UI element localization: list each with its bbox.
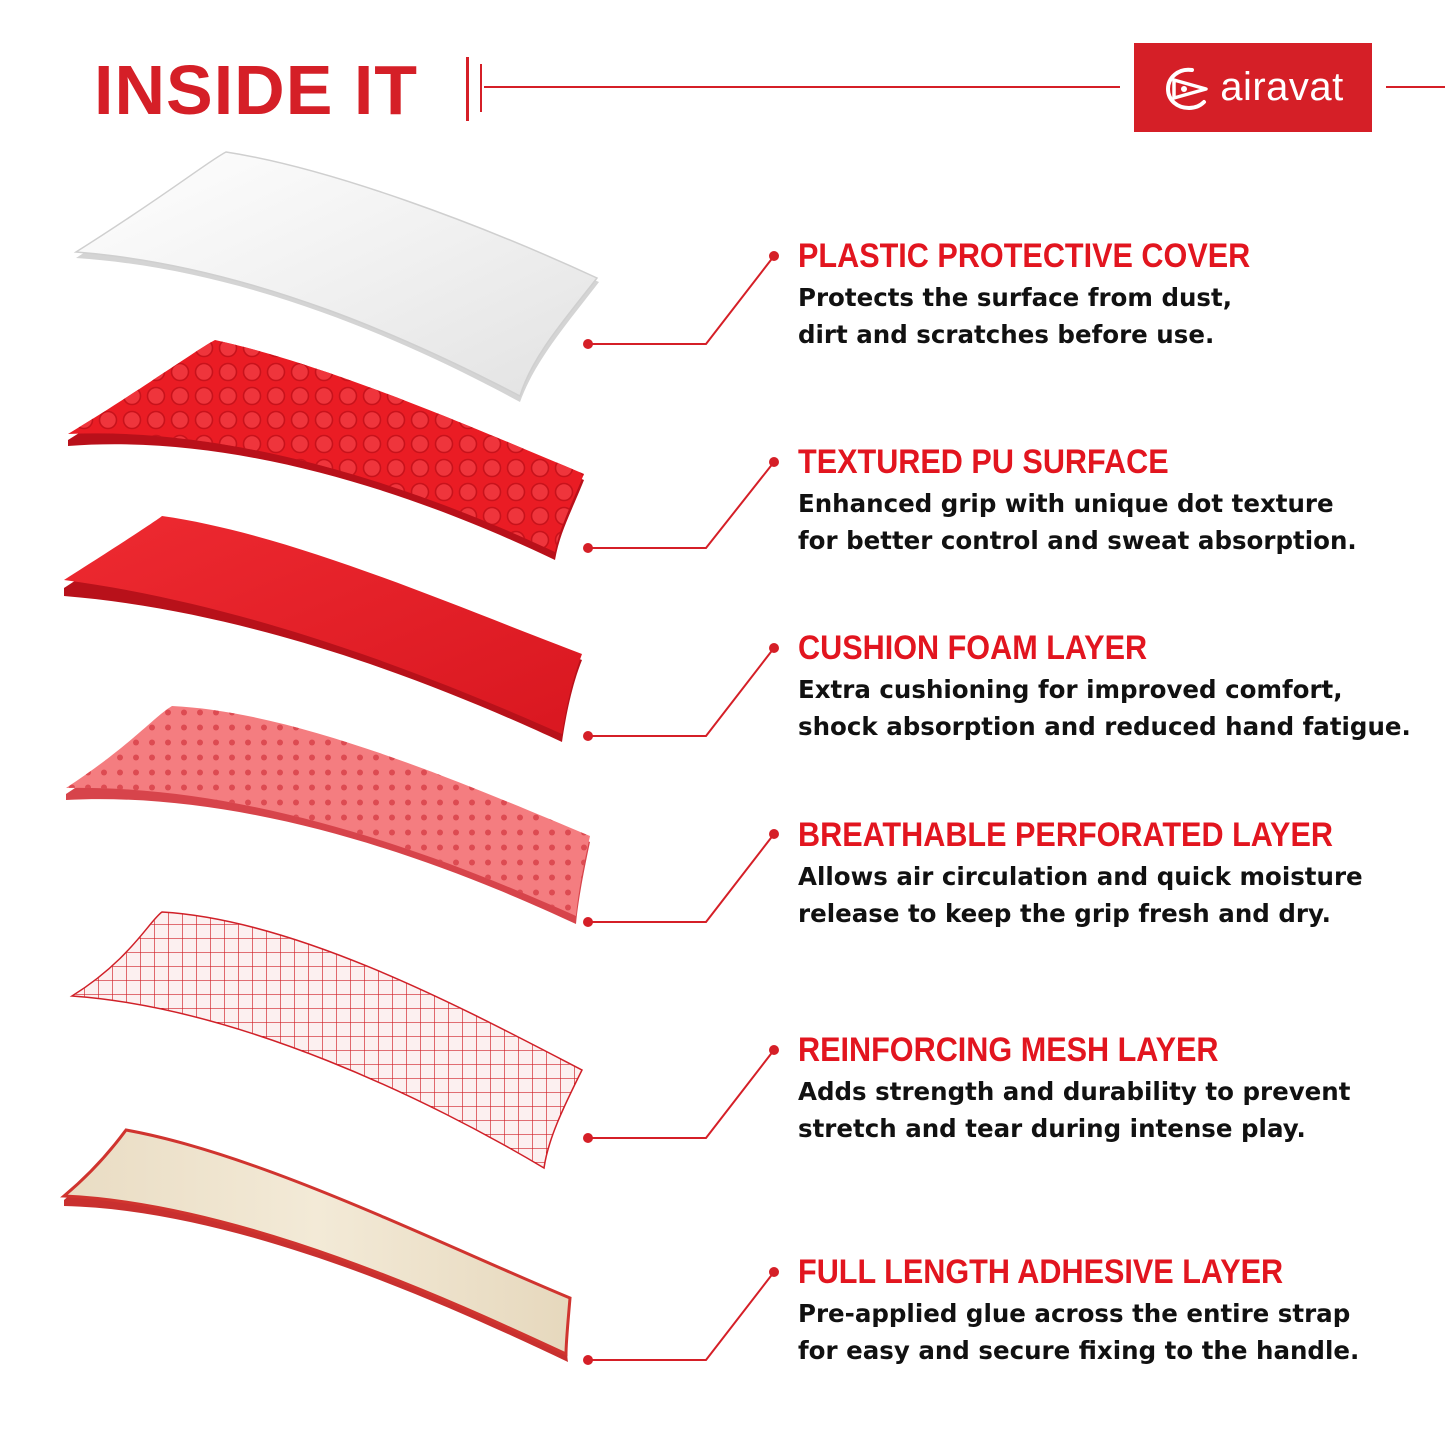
textured-pu-strip — [68, 340, 584, 560]
layer-heading-full-length-adhesive-layer: FULL LENGTH ADHESIVE LAYER — [798, 1253, 1284, 1291]
layer-desc-line2: dirt and scratches before use. — [798, 320, 1215, 349]
callout-textured-pu-surface — [588, 461, 775, 549]
layer-desc-line1: Allows air circulation and quick moistur… — [798, 862, 1363, 891]
callout-dot — [583, 731, 593, 741]
layer-heading-textured-pu-surface: TEXTURED PU SURFACE — [798, 443, 1169, 481]
callout-dot — [769, 251, 779, 261]
callout-dot — [769, 1267, 779, 1277]
callout-plastic-protective-cover — [588, 255, 775, 345]
plastic-cover-strip — [73, 151, 599, 402]
layer-desc-line2: release to keep the grip fresh and dry. — [798, 899, 1331, 928]
layer-desc-line1: Protects the surface from dust, — [798, 283, 1233, 312]
airavat-logo-icon — [1166, 67, 1208, 110]
layer-heading-plastic-protective-cover: PLASTIC PROTECTIVE COVER — [798, 237, 1251, 275]
brand-logo: airavat — [1134, 43, 1372, 132]
layer-desc-line2: shock absorption and reduced hand fatigu… — [798, 712, 1411, 741]
page-title: INSIDE IT — [94, 51, 419, 129]
layer-desc-line1: Extra cushioning for improved comfort, — [798, 675, 1343, 704]
layer-desc-line1: Enhanced grip with unique dot texture — [798, 489, 1334, 518]
callout-dot — [769, 1045, 779, 1055]
layer-desc-line2: for easy and secure fixing to the handle… — [798, 1336, 1360, 1365]
callout-cushion-foam-layer — [588, 647, 775, 737]
callout-dot — [769, 643, 779, 653]
layer-desc-line2: stretch and tear during intense play. — [798, 1114, 1306, 1143]
mesh-strip — [69, 911, 584, 1170]
header-divider — [466, 57, 469, 121]
header-rule — [484, 86, 1120, 88]
callout-dot — [583, 1133, 593, 1143]
layer-desc-line1: Pre-applied glue across the entire strap — [798, 1299, 1351, 1328]
callout-breathable-perforated-layer — [588, 833, 775, 923]
callout-dot — [583, 543, 593, 553]
callout-reinforcing-mesh-layer — [588, 1049, 775, 1139]
callout-dot — [769, 457, 779, 467]
adhesive-strip — [60, 1128, 572, 1362]
callout-dot — [769, 829, 779, 839]
brand-name: airavat — [1220, 65, 1344, 109]
callout-full-length-adhesive-layer — [588, 1271, 775, 1361]
header-divider-thin — [480, 64, 482, 112]
callout-dot — [583, 1355, 593, 1365]
layer-heading-breathable-perforated-layer: BREATHABLE PERFORATED LAYER — [798, 816, 1333, 854]
header-rule-right — [1386, 86, 1445, 88]
layer-heading-cushion-foam-layer: CUSHION FOAM LAYER — [798, 629, 1148, 667]
layer-desc-line2: for better control and sweat absorption. — [798, 526, 1357, 555]
cushion-foam-strip — [64, 516, 582, 742]
callout-dot — [583, 917, 593, 927]
layer-heading-reinforcing-mesh-layer: REINFORCING MESH LAYER — [798, 1031, 1219, 1069]
layer-desc-line1: Adds strength and durability to prevent — [798, 1077, 1351, 1106]
perforated-strip — [66, 706, 590, 924]
callout-dot — [583, 339, 593, 349]
